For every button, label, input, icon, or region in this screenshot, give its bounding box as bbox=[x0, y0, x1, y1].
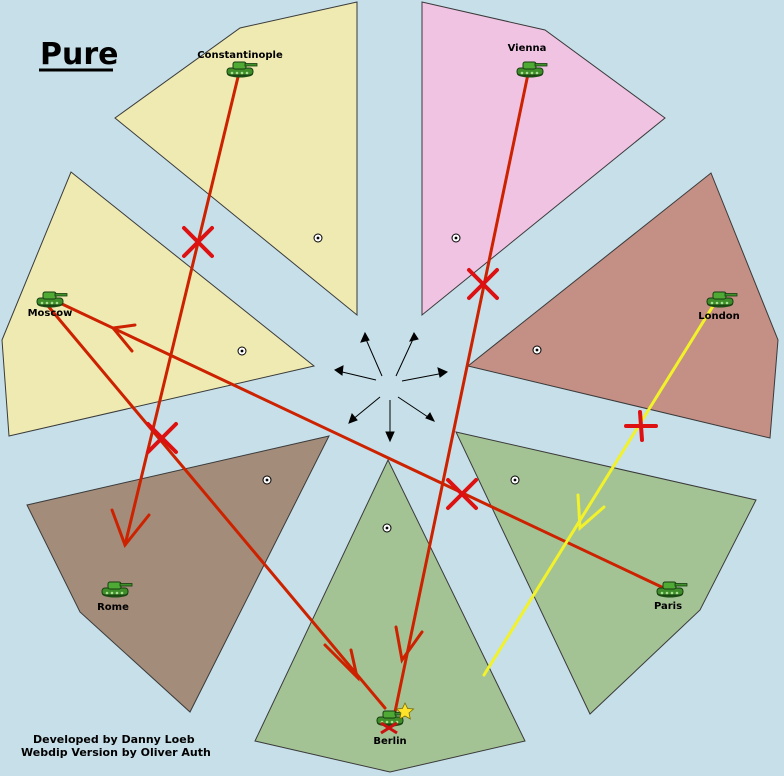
territory-berlin[interactable] bbox=[254, 458, 526, 773]
city-label-vienna: Vienna bbox=[508, 43, 547, 54]
territory-rome[interactable] bbox=[26, 435, 330, 713]
territory-moscow[interactable] bbox=[1, 171, 316, 437]
city-label-moscow: Moscow bbox=[28, 308, 73, 319]
credit-developer: Developed by Danny Loeb bbox=[33, 733, 195, 746]
order-london-paris bbox=[482, 304, 715, 677]
order-moscow-berlin bbox=[46, 304, 387, 710]
star-icon bbox=[395, 702, 415, 720]
territory-vienna[interactable] bbox=[421, 1, 666, 317]
territory-paris[interactable] bbox=[455, 431, 757, 715]
dislodged-marker-icon bbox=[380, 721, 398, 735]
city-label-berlin: Berlin bbox=[373, 736, 406, 747]
order-vienna-berlin bbox=[393, 72, 530, 714]
city-label-constantinople: Constantinople bbox=[197, 50, 283, 61]
city-label-paris: Paris bbox=[654, 601, 682, 612]
city-label-london: London bbox=[698, 311, 740, 322]
territory-london[interactable] bbox=[466, 172, 779, 439]
territory-constantinople[interactable] bbox=[114, 1, 358, 317]
failed-order-marks bbox=[146, 226, 658, 510]
credit-webdip: Webdip Version by Oliver Auth bbox=[21, 746, 211, 759]
city-label-rome: Rome bbox=[97, 602, 129, 613]
compass-arrows-icon bbox=[334, 331, 449, 443]
map-title: Pure bbox=[40, 37, 119, 72]
order-arrows bbox=[46, 72, 715, 714]
order-constantinople-rome bbox=[123, 75, 240, 547]
